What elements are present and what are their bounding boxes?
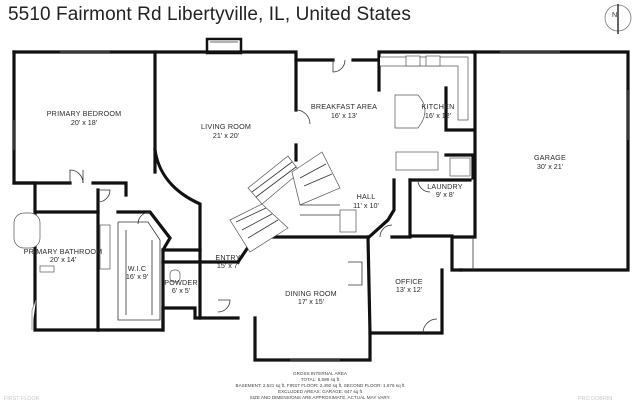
room-name: LIVING ROOM: [201, 122, 251, 131]
floor-label: FIRST FLOOR: [4, 396, 40, 402]
room-name: HALL: [357, 192, 376, 201]
room-name: LAUNDRY: [427, 182, 463, 191]
bathroom-fixtures: [13, 212, 181, 321]
room-name: POWDER: [164, 278, 198, 287]
room-name: DINING ROOM: [285, 289, 337, 298]
room-labels: PRIMARY BEDROOM 20' x 18' LIVING ROOM 21…: [24, 102, 566, 306]
footer-line: SIZE AND DIMENSIONS ARE APPROXIMATE, ACT…: [250, 395, 391, 400]
room-name: PRIMARY BATHROOM: [24, 247, 103, 256]
footer-line: TOTAL: 6,589 sq ft: [301, 377, 340, 382]
room-name: GARAGE: [534, 153, 566, 162]
area-summary: GROSS INTERNAL AREA TOTAL: 6,589 sq ft B…: [236, 371, 406, 400]
kitchen-fixtures: [380, 55, 471, 177]
room-dims: 11' x 10': [353, 201, 379, 210]
room-dims: 9' x 8': [436, 190, 455, 199]
room-name: BREAKFAST AREA: [311, 102, 377, 111]
room-dims: 16' x 12': [425, 111, 452, 120]
room-name: KITCHEN: [422, 102, 455, 111]
room-name: PRIMARY BEDROOM: [47, 109, 122, 118]
footer-line: GROSS INTERNAL AREA: [293, 371, 348, 376]
exterior-walls: [12, 50, 630, 362]
room-name: ENTRY: [215, 253, 240, 262]
room-dims: 15' x 7': [217, 261, 240, 270]
compass-icon: N: [604, 4, 632, 34]
page-title: 5510 Fairmont Rd Libertyville, IL, Unite…: [8, 4, 411, 25]
room-dims: 6' x 5': [172, 286, 191, 295]
room-name: OFFICE: [395, 277, 423, 286]
room-dims: 17' x 15': [298, 297, 325, 306]
room-dims: 16' x 13': [331, 111, 358, 120]
room-dims: 21' x 20': [213, 131, 240, 140]
room-dims: 20' x 14': [50, 255, 77, 264]
room-dims: 30' x 21': [537, 162, 564, 171]
door-swing-icon: [69, 59, 474, 334]
room-dims: 20' x 18': [71, 118, 98, 127]
window: [31, 299, 37, 330]
room-dims: 13' x 12': [396, 285, 423, 294]
compass-label: N: [612, 10, 617, 19]
footer-line: EXCLUDED AREAS: GARAGE: 647 sq ft: [278, 389, 363, 394]
room-name: W.I.C: [128, 264, 147, 273]
watermark: PRO DOBRIN: [578, 396, 612, 402]
room-dims: 16' x 9': [126, 272, 149, 281]
stair-icon: [229, 151, 357, 253]
interior-walls: [12, 58, 475, 335]
footer-line: BASEMENT: 2,521 sq ft, FIRST FLOOR: 2,49…: [236, 383, 406, 388]
